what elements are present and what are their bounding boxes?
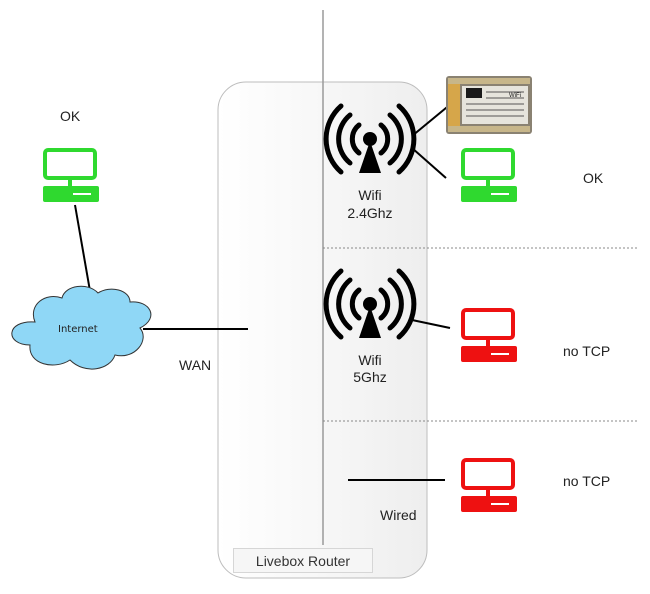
wifi5-label-line1: Wifi bbox=[358, 352, 382, 368]
wifi24-label-line2: 2.4Ghz bbox=[347, 205, 393, 221]
wifi24-computer-icon bbox=[461, 148, 517, 202]
wired-label: Wired bbox=[380, 507, 417, 523]
wifi-module-icon: WiFi bbox=[446, 76, 532, 134]
wifi5-label-line2: 5Ghz bbox=[353, 369, 387, 385]
internet-pc-status: OK bbox=[60, 108, 81, 124]
module-link bbox=[411, 102, 453, 137]
wifi5-pc-link bbox=[411, 319, 451, 329]
module-chip-text: WiFi bbox=[509, 93, 521, 99]
internet-computer-icon bbox=[43, 148, 99, 202]
wan-label: WAN bbox=[179, 357, 212, 373]
wifi5-computer-icon bbox=[461, 308, 517, 362]
internet-label: Internet bbox=[58, 324, 98, 335]
wired-pc-status: no TCP bbox=[563, 473, 611, 489]
internet-cloud bbox=[11, 285, 152, 370]
wifi24-label-line1: Wifi bbox=[358, 187, 382, 203]
wired-computer-icon bbox=[461, 458, 517, 512]
internet-pc-link bbox=[74, 204, 91, 292]
wifi5-pc-status: no TCP bbox=[563, 343, 611, 359]
router-label: Livebox Router bbox=[233, 548, 373, 573]
wifi24-pc-status: OK bbox=[583, 170, 604, 186]
wifi24-pc-link bbox=[411, 147, 447, 179]
